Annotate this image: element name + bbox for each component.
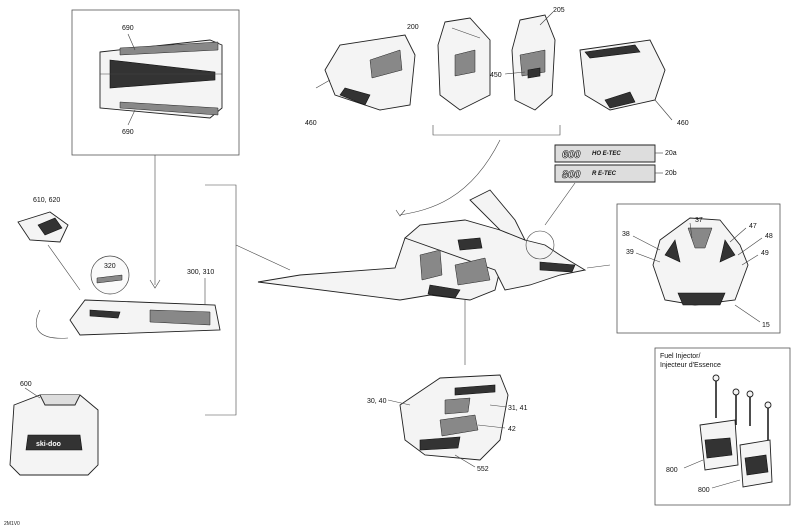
callout-552: 552 [477,466,489,473]
decal-800-number: 800 [562,169,581,181]
side-panels-group: 200 205 450 460 460 [305,7,689,217]
callout-30-40: 30, 40 [367,398,387,405]
callout-49: 49 [761,250,769,257]
decal-600-number: 600 [562,149,581,161]
callout-200: 200 [407,24,419,31]
callout-37: 37 [695,217,703,224]
lower-side-panel: 30, 40 31, 41 42 552 [367,374,528,473]
callout-300-310: 300, 310 [187,269,214,276]
callout-15: 15 [762,322,770,329]
callout-320: 320 [104,263,116,270]
callout-800-a: 800 [666,467,678,474]
decal-800-suffix: R E-TEC [592,171,617,177]
callout-460-left: 460 [305,120,317,127]
callout-39: 39 [626,249,634,256]
callout-47: 47 [749,223,757,230]
fuel-injector-box: Fuel Injector/ Injecteur d'Essence 800 8… [654,347,791,506]
callout-48: 48 [765,233,773,240]
callout-460-right: 460 [677,120,689,127]
decal-600-suffix: HO E-TEC [592,151,621,157]
rear-flap-600: ski-doo 600 [9,381,99,476]
callout-450: 450 [490,72,502,79]
callout-38: 38 [622,231,630,238]
callout-20b: 20b [665,170,677,177]
brand-plate-text: ski-doo [36,441,61,448]
callout-20a: 20a [665,150,677,157]
callout-600: 600 [20,381,32,388]
snowmobile-body [257,189,611,365]
hood-box: 37 38 39 47 48 49 15 [616,203,781,334]
callout-690-bottom: 690 [122,129,134,136]
decal-610-620: 610, 620 [17,197,81,291]
diagram-reference-code: 2M1V0 [4,521,20,527]
callout-800-b: 800 [698,487,710,494]
callout-205: 205 [553,7,565,14]
tunnel-decal-box: 690 690 [71,9,240,156]
engine-decals: 600 HO E-TEC 800 R E-TEC 20a 20b [544,144,677,226]
callout-610-620: 610, 620 [33,197,60,204]
rear-tunnel: 320 300, 310 [35,255,221,339]
callout-42: 42 [508,426,516,433]
fuel-box-title-fr: Injecteur d'Essence [660,362,721,369]
fuel-box-title-en: Fuel Injector/ [660,353,701,360]
callout-690-top: 690 [122,25,134,32]
callout-31-41: 31, 41 [508,405,528,412]
